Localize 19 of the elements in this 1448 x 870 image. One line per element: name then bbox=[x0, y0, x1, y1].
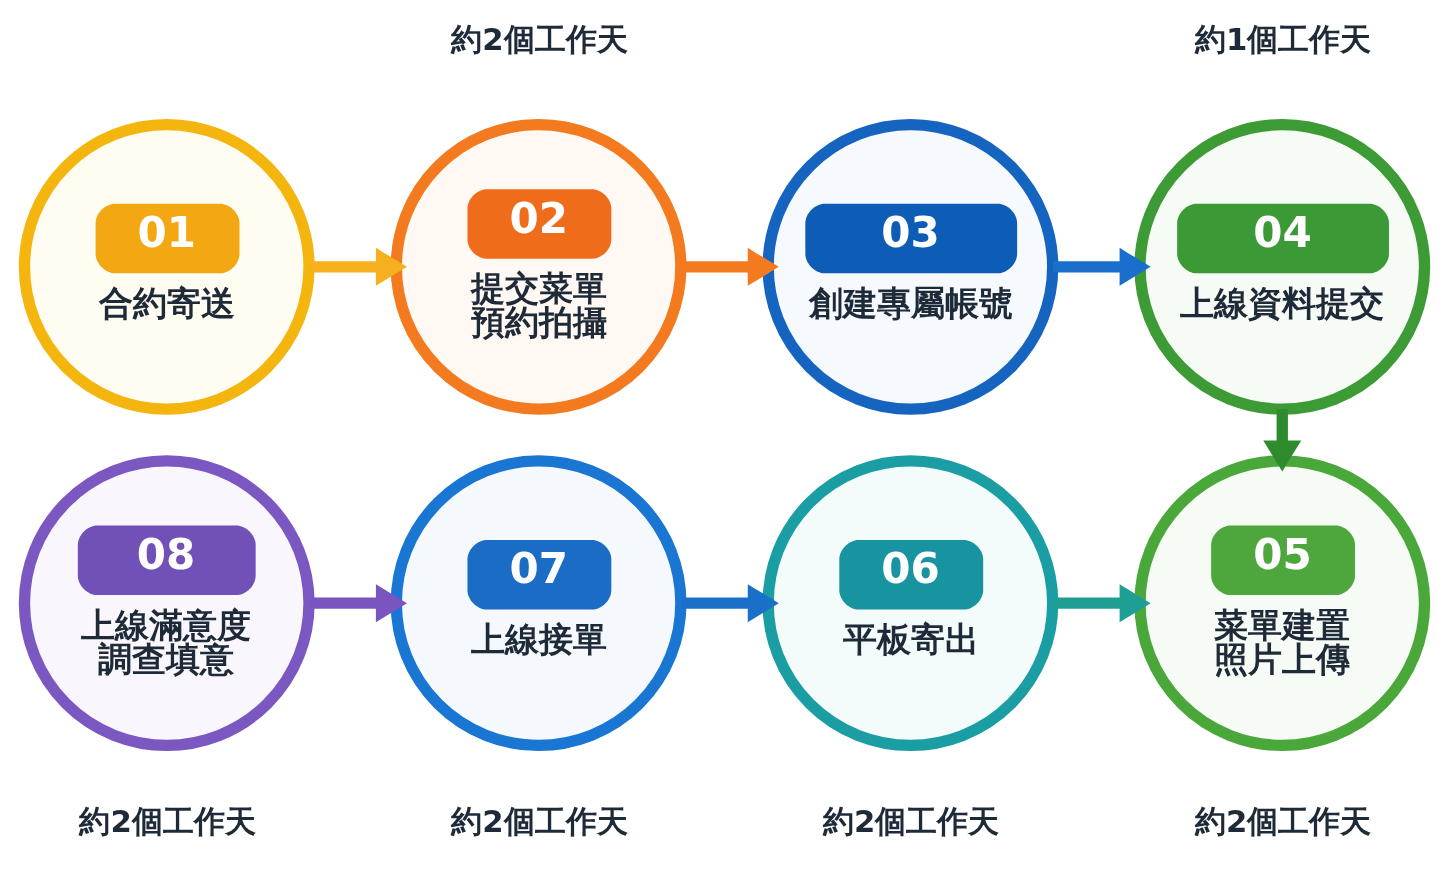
node-circle: 04 上線資料提交 bbox=[1133, 118, 1430, 415]
node-label: 約2個工作天 bbox=[1194, 803, 1371, 840]
node-circle: 07 上線接單 bbox=[390, 455, 686, 752]
node-circle: 03 創建專屬帳號 bbox=[762, 118, 1058, 415]
node-label: 約2個工作天 bbox=[78, 803, 256, 840]
node-circle: 02 提交菜單預約拍攝 bbox=[390, 118, 686, 415]
arrow bbox=[680, 584, 779, 623]
label: 約1個工作天 bbox=[1194, 20, 1371, 57]
node-label: 約2個工作天 bbox=[822, 803, 999, 840]
node-circle: 05 菜單建置照片上傳 bbox=[1133, 455, 1430, 752]
arrow bbox=[1052, 584, 1151, 623]
arrow bbox=[308, 247, 407, 286]
node-label: 約2個工作天 bbox=[450, 803, 628, 840]
node-circle: 01 合約寄送 bbox=[18, 118, 315, 415]
node-circle: 08 上線滿意度調查填意 bbox=[18, 455, 315, 752]
label: 約2個工作天 bbox=[450, 20, 628, 57]
arrow bbox=[1262, 409, 1301, 472]
node-circle: 06 平板寄出 bbox=[762, 455, 1058, 752]
arrow bbox=[1052, 247, 1151, 286]
